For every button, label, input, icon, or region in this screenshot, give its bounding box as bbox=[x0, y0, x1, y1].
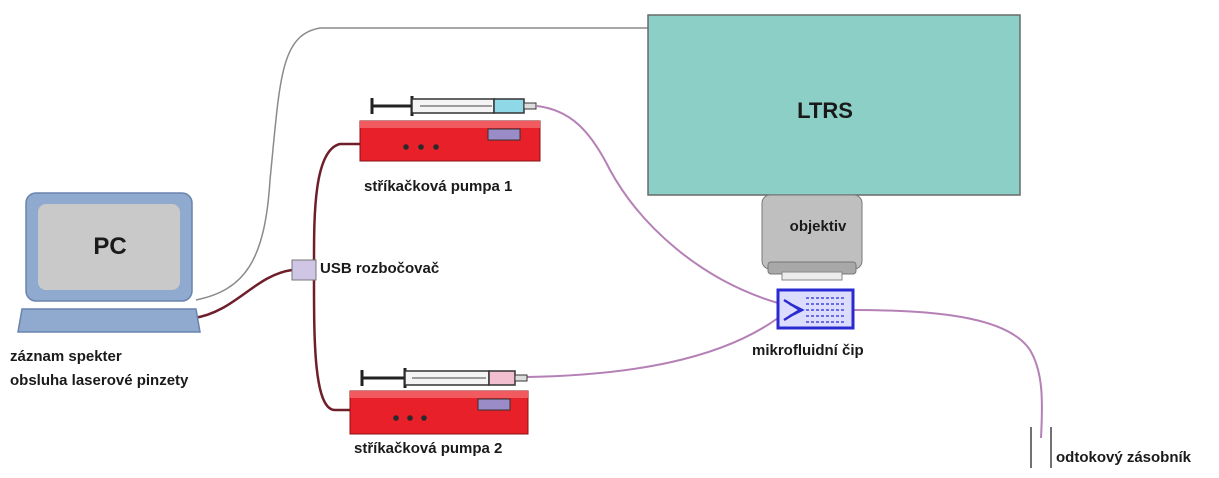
usb-pump2-cable bbox=[312, 279, 350, 412]
syringe-pump-2-graphic bbox=[349, 368, 529, 435]
pc-graphic bbox=[17, 192, 201, 333]
pump-1-label: stříkačková pumpa 1 bbox=[364, 178, 513, 195]
chip-label: mikrofluidní čip bbox=[752, 342, 864, 359]
microfluidic-chip-graphic bbox=[776, 288, 855, 330]
usb-hub-label: USB rozbočovač bbox=[320, 260, 440, 277]
pump-2-label: stříkačková pumpa 2 bbox=[354, 440, 503, 457]
chip-outlet-tube bbox=[852, 309, 1043, 439]
usb-hub-graphic bbox=[291, 259, 317, 281]
pc-caption-line-2: obsluha laserové pinzety bbox=[10, 372, 189, 389]
syringe-pump-1-graphic bbox=[359, 96, 541, 162]
pc-usb-cable bbox=[193, 268, 293, 320]
pump1-chip-tube bbox=[536, 105, 779, 304]
ltrs-label: LTRS bbox=[797, 98, 853, 123]
pump2-chip-tube bbox=[526, 317, 779, 378]
objective-label: objektiv bbox=[789, 218, 847, 235]
outlet-reservoir-graphic bbox=[1030, 427, 1052, 468]
pc-label: PC bbox=[93, 233, 127, 260]
ltrs-box bbox=[647, 14, 1021, 196]
pc-ltrs-cable bbox=[195, 27, 648, 301]
usb-pump1-cable bbox=[312, 142, 360, 263]
pc-caption-line-1: záznam spekter bbox=[10, 348, 122, 365]
outlet-label: odtokový zásobník bbox=[1056, 449, 1192, 466]
objective bbox=[761, 194, 863, 281]
